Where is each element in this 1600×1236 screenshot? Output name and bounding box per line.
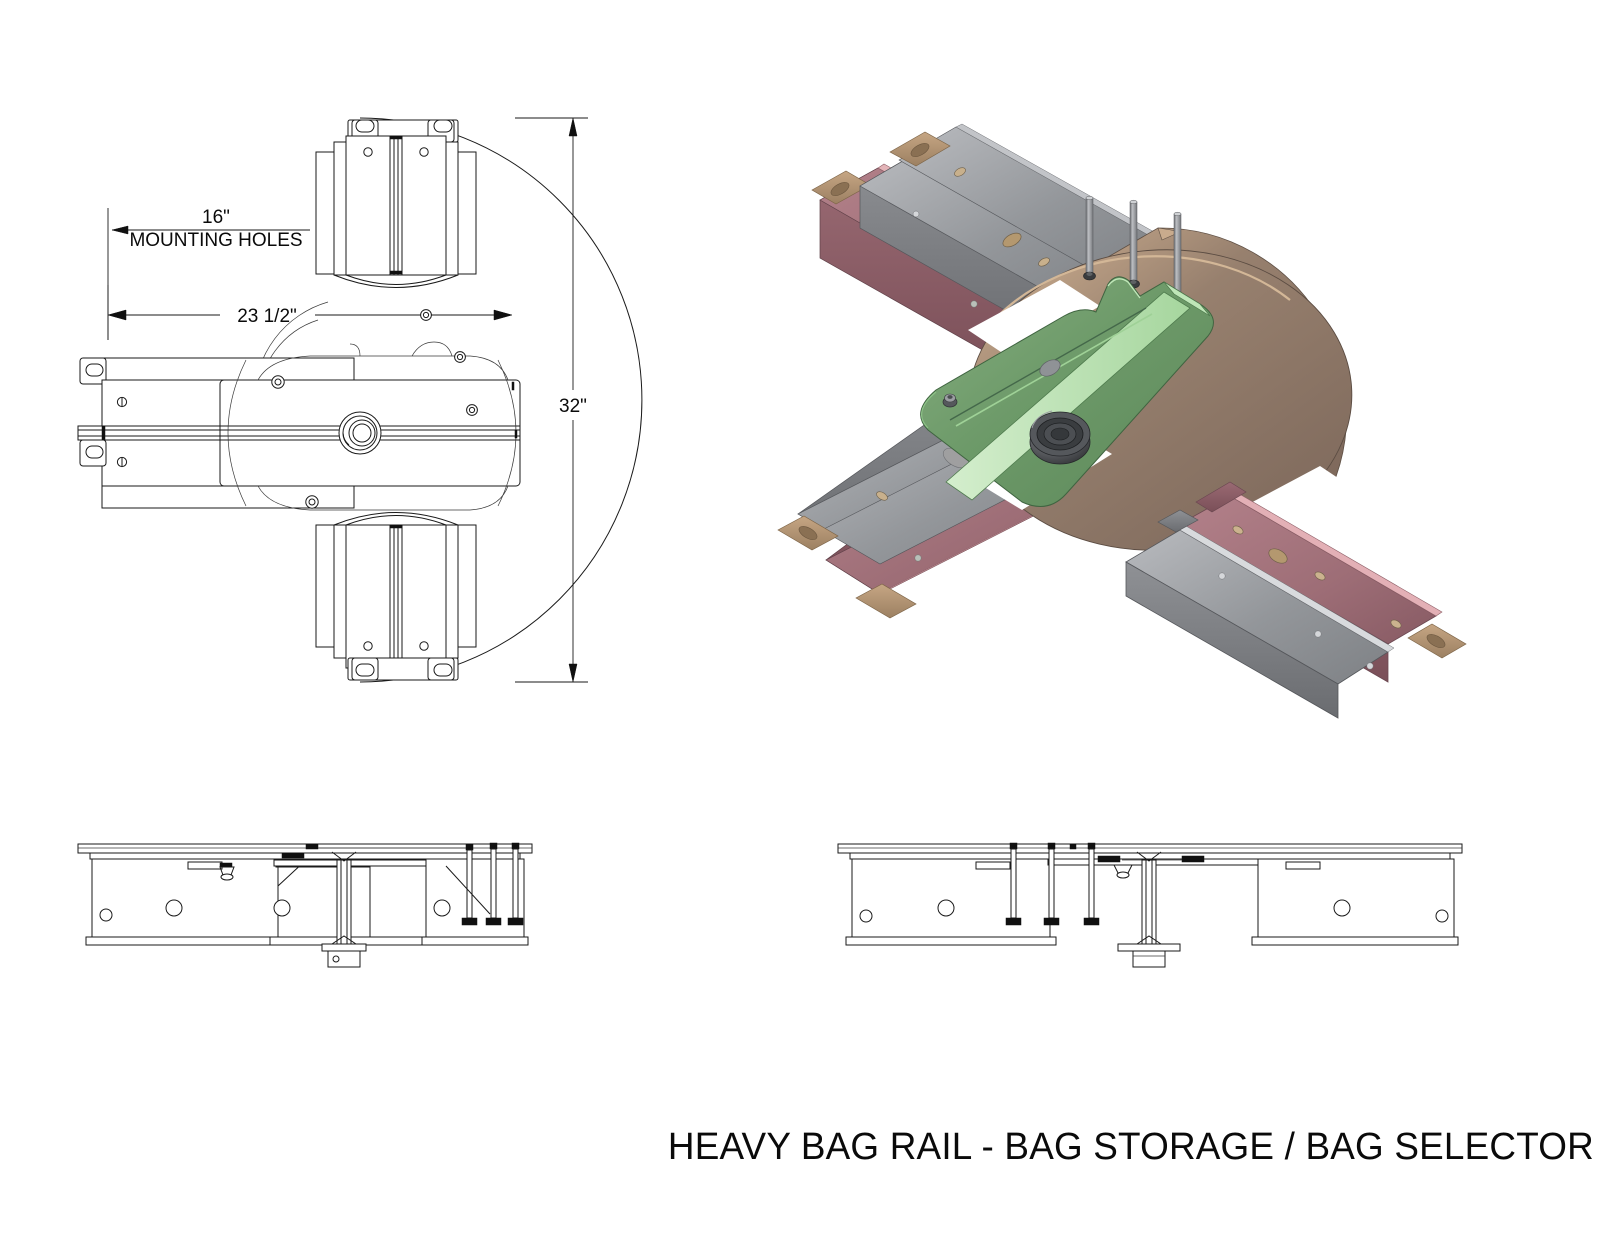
elevation-view-left <box>70 820 540 970</box>
elev-left-beam-center <box>269 843 485 968</box>
dimension-label-32in: 32" <box>559 396 587 417</box>
dimension-label-16in: 16" <box>202 207 230 228</box>
elev-left-beam-right <box>421 842 529 946</box>
rail-branch-bottom <box>315 512 477 681</box>
elev-left-top-track <box>77 843 533 860</box>
elev-right-beam-left <box>845 858 1057 946</box>
plan-view: 16" MOUNTING HOLES 23 1/2" 32" <box>60 90 680 710</box>
elev-left-beam-left <box>85 858 283 946</box>
socket-head-screw-2 <box>1127 199 1140 289</box>
selector-arm-green <box>920 276 1214 507</box>
plate-edge-ticks <box>511 381 518 439</box>
elev-right-top-track <box>837 843 1463 860</box>
drawing-title: HEAVY BAG RAIL - BAG STORAGE / BAG SELEC… <box>667 1126 1594 1168</box>
elev-right-clamp <box>1113 864 1133 879</box>
elev-left-trolley-1 <box>219 862 235 881</box>
title-block: HEAVY BAG RAIL - BAG STORAGE / BAG SELEC… <box>640 1126 1594 1186</box>
dimension-label-mounting-holes: MOUNTING HOLES <box>129 230 302 251</box>
dimension-32in <box>568 117 578 683</box>
plate-fastener-bosses <box>271 309 478 509</box>
rail-branch-top <box>315 119 477 288</box>
elev-right-center <box>1005 842 1259 968</box>
isometric-view <box>760 90 1467 719</box>
elevation-view-right <box>830 820 1470 970</box>
arm-fastener-left <box>942 393 958 408</box>
pivot-bearing-hub <box>338 411 382 455</box>
rail-assembly-right <box>1125 481 1467 719</box>
elev-left-hanger-rods <box>445 842 524 926</box>
elev-right-beam-right <box>1251 858 1459 946</box>
elev-right-hanger-rods <box>1005 842 1100 926</box>
pivot-bearing-3d <box>1029 410 1091 465</box>
dimension-23-half-in <box>107 309 513 321</box>
socket-head-screw-1 <box>1083 195 1096 281</box>
dimension-label-23-half-in: 23 1/2" <box>237 306 297 327</box>
